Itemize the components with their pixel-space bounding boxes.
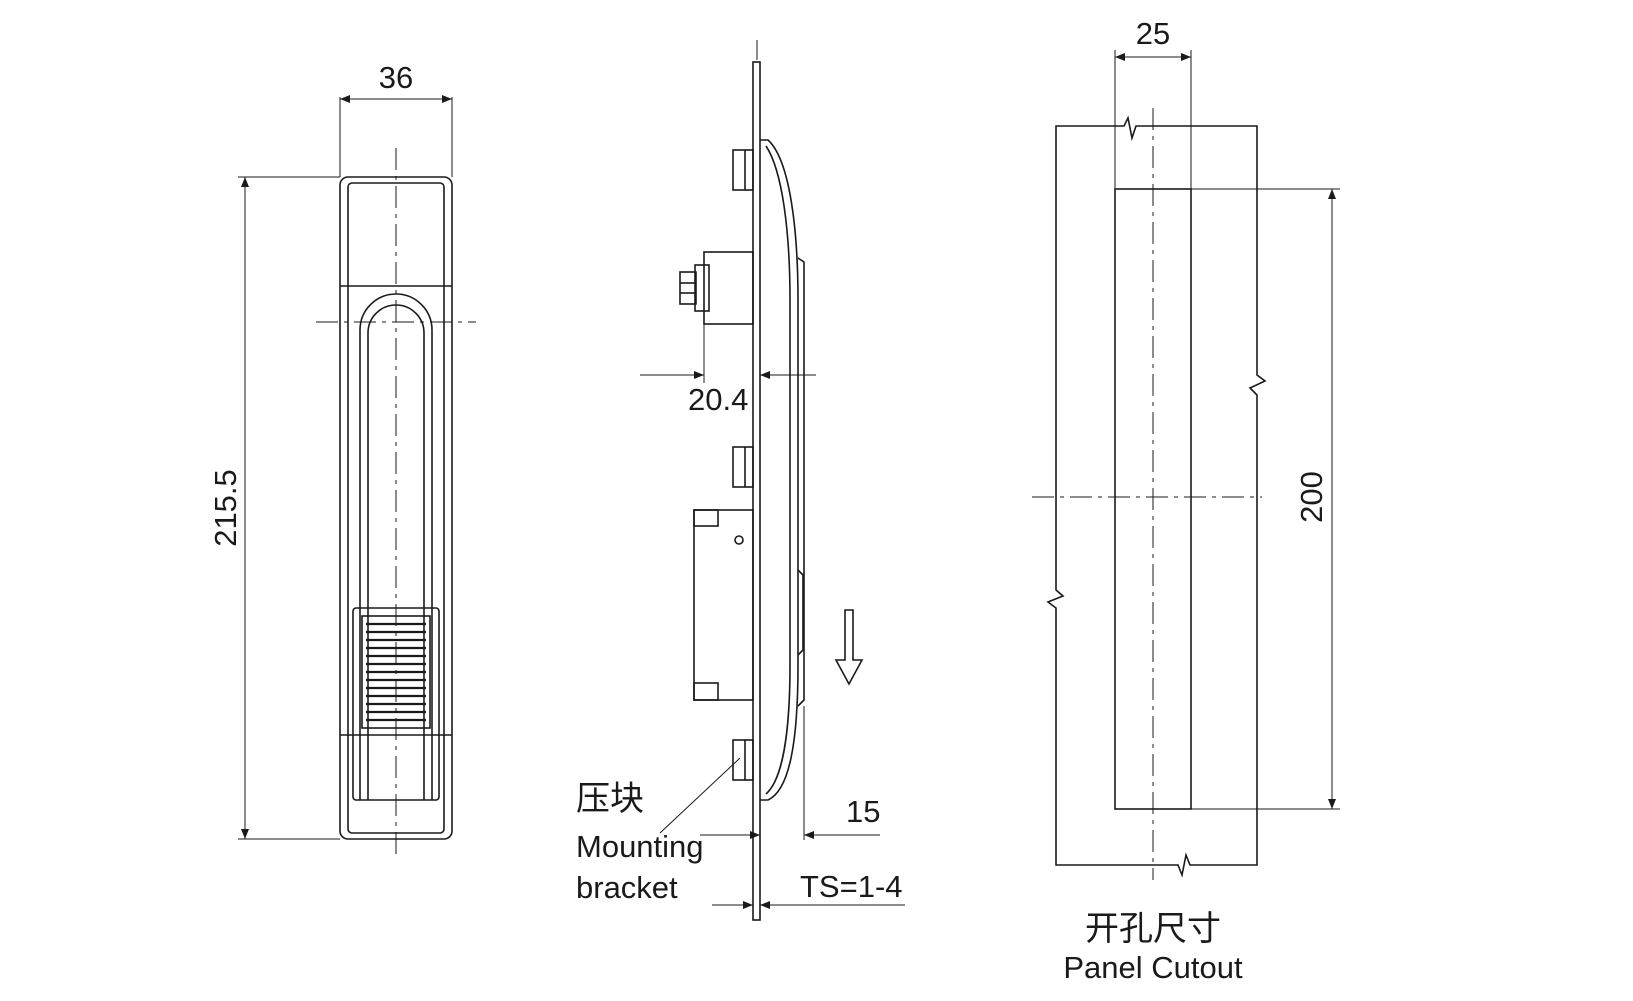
cutout-title-cn: 开孔尺寸 (1085, 909, 1221, 949)
side-depth-label: 20.4 (688, 382, 748, 417)
side-view (640, 40, 905, 921)
handle-profile (760, 139, 805, 801)
panel-outline (1046, 115, 1267, 878)
front-width-dimension (339, 95, 453, 177)
side-thickness-label: TS=1-4 (800, 869, 903, 904)
latch-housing (693, 509, 754, 701)
cutout-height-label: 200 (1294, 471, 1329, 523)
front-height-dimension (238, 176, 340, 840)
mounting-panel (752, 61, 761, 921)
side-protrusion-dimension (700, 706, 880, 840)
cutout-height-dimension (1191, 188, 1340, 810)
front-height-label: 215.5 (208, 469, 243, 547)
bracket-leader (659, 757, 741, 834)
mounting-bracket (732, 149, 754, 781)
cutout-view (1032, 50, 1340, 880)
cutout-centerlines (1032, 108, 1262, 880)
front-view (238, 95, 476, 860)
labels: 36 215.5 20.4 15 TS=1-4 压块 Mounting brac… (208, 16, 1329, 985)
cutout-title-en: Panel Cutout (1063, 950, 1243, 985)
lock-cam (679, 251, 754, 325)
cutout-width-dimension (1114, 50, 1192, 189)
cutout-width-label: 25 (1136, 16, 1170, 51)
side-protrusion-label: 15 (846, 794, 880, 829)
bracket-label-en-line2: bracket (576, 870, 678, 905)
front-centerlines (316, 148, 476, 860)
bracket-label-cn: 压块 (576, 779, 644, 819)
front-width-label: 36 (379, 60, 413, 95)
side-depth-dimension (640, 324, 816, 383)
down-arrow-icon (834, 609, 864, 686)
bracket-label-en-line1: Mounting (576, 829, 704, 864)
